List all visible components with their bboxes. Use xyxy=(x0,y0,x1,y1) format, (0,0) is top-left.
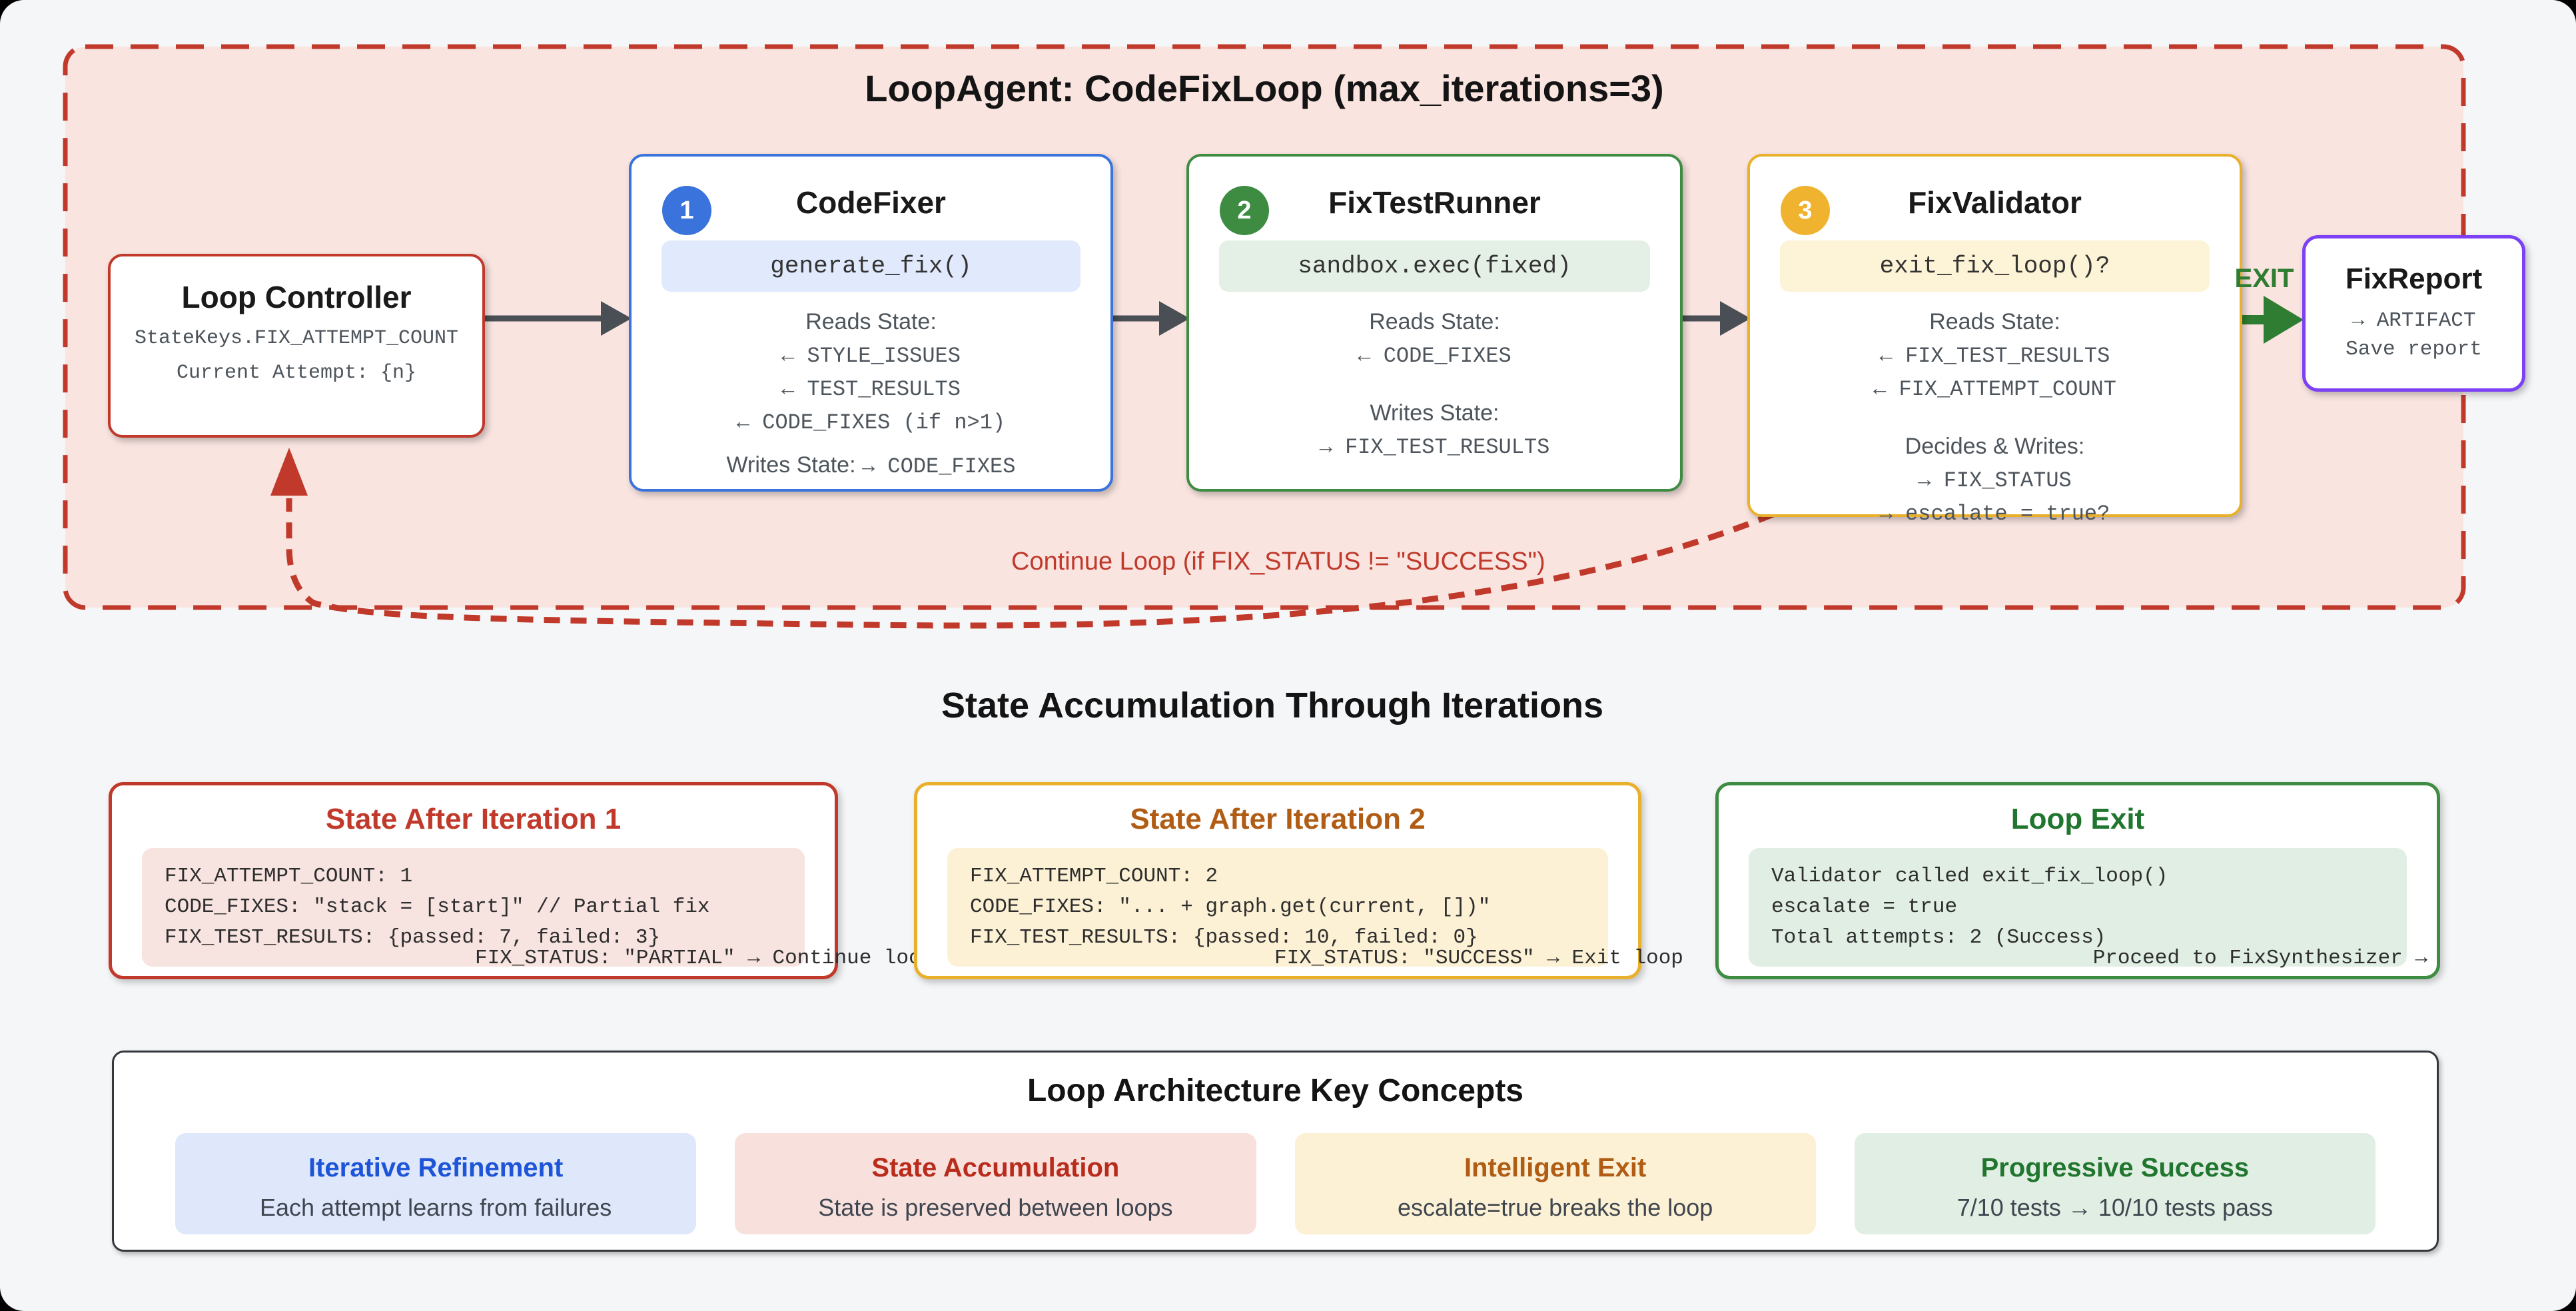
code-fixer-reads-label: Reads State: xyxy=(805,309,937,334)
fix-validator-read-1: ← FIX_TEST_RESULTS xyxy=(1879,344,2110,368)
concept-card-4-title: Progressive Success xyxy=(1980,1153,2250,1182)
key-concepts-panel: Loop Architecture Key Concepts Iterative… xyxy=(112,1051,2439,1252)
node-fix-report: FixReport → ARTIFACT Save report xyxy=(2302,235,2525,392)
node-fix-test-runner: 2 FixTestRunner sandbox.exec(fixed) Read… xyxy=(1186,154,1683,492)
concept-card-2-subtitle: State is preserved between loops xyxy=(818,1194,1173,1221)
concept-card-2-title: State Accumulation xyxy=(871,1153,1120,1182)
node-code-fixer: 1 CodeFixer generate_fix() Reads State: … xyxy=(629,154,1113,492)
node-fix-validator: 3 FixValidator exit_fix_loop()? Reads St… xyxy=(1747,154,2242,526)
concept-card-iterative-refinement: Iterative Refinement Each attempt learns… xyxy=(175,1133,697,1234)
fix-validator-writes-label: Decides & Writes: xyxy=(1905,434,2085,459)
concept-card-intelligent-exit: Intelligent Exit escalate=true breaks th… xyxy=(1294,1133,1816,1234)
state-box-iteration-2: State After Iteration 2 FIX_ATTEMPT_COUN… xyxy=(914,782,1683,979)
fix-report-save: Save report xyxy=(2346,338,2482,361)
fix-validator-read-2: ← FIX_ATTEMPT_COUNT xyxy=(1873,377,2116,402)
key-concepts-heading: Loop Architecture Key Concepts xyxy=(1027,1073,1523,1108)
fix-validator-write-1: → FIX_STATUS xyxy=(1918,468,2072,493)
state-box-iteration-1: State After Iteration 1 FIX_ATTEMPT_COUN… xyxy=(109,782,933,979)
fix-test-runner-read-1: ← CODE_FIXES xyxy=(1358,344,1511,368)
code-fixer-function: generate_fix() xyxy=(661,240,1080,292)
code-fixer-writes-value: → CODE_FIXES xyxy=(862,454,1016,479)
fix-test-runner-function: sandbox.exec(fixed) xyxy=(1219,240,1650,292)
concept-card-4-subtitle: 7/10 tests → 10/10 tests pass xyxy=(1956,1194,2273,1221)
code-fixer-read-2: ← TEST_RESULTS xyxy=(781,377,961,402)
loop-controller-title: Loop Controller xyxy=(181,280,412,314)
fix-report-title: FixReport xyxy=(2345,262,2483,295)
state-box-1-title: State After Iteration 1 xyxy=(325,803,622,835)
step-badge-1: 1 xyxy=(662,186,711,235)
fix-validator-title: FixValidator xyxy=(1908,185,2082,220)
key-concepts-cards: Iterative Refinement Each attempt learns… xyxy=(114,1133,2437,1234)
state-box-2-code: FIX_ATTEMPT_COUNT: 2 CODE_FIXES: "... + … xyxy=(947,848,1608,967)
fix-test-runner-reads-label: Reads State: xyxy=(1369,309,1500,334)
state-box-1-status-line: FIX_STATUS: "PARTIAL" → Continue loop xyxy=(475,947,934,970)
code-fixer-read-3: ← CODE_FIXES (if n>1) xyxy=(736,410,1006,435)
concept-card-3-subtitle: escalate=true breaks the loop xyxy=(1397,1194,1713,1221)
code-fixer-writes-label: Writes State: xyxy=(726,452,856,478)
concept-card-1-title: Iterative Refinement xyxy=(308,1153,564,1182)
loop-agent-title: LoopAgent: CodeFixLoop (max_iterations=3… xyxy=(865,67,1664,109)
step-badge-3: 3 xyxy=(1781,186,1830,235)
exit-label: EXIT xyxy=(2234,264,2294,293)
loop-controller-statekey: StateKeys.FIX_ATTEMPT_COUNT xyxy=(134,327,459,350)
state-box-3-title: Loop Exit xyxy=(2010,803,2145,835)
state-box-2-status-line: FIX_STATUS: "SUCCESS" → Exit loop xyxy=(1274,947,1683,970)
concept-card-1-subtitle: Each attempt learns from failures xyxy=(260,1194,612,1221)
fix-validator-write-2: → escalate = true? xyxy=(1879,502,2110,526)
concept-card-3-title: Intelligent Exit xyxy=(1464,1153,1647,1182)
fix-test-runner-writes-label: Writes State: xyxy=(1370,400,1500,426)
state-box-3-proceed-line: Proceed to FixSynthesizer → xyxy=(2092,947,2427,970)
node-loop-controller: Loop Controller StateKeys.FIX_ATTEMPT_CO… xyxy=(108,254,485,438)
state-box-3-code: Validator called exit_fix_loop() escalat… xyxy=(1749,848,2407,967)
state-section-heading: State Accumulation Through Iterations xyxy=(941,685,1604,725)
step-badge-2: 2 xyxy=(1220,186,1269,235)
fix-validator-reads-label: Reads State: xyxy=(1929,309,2060,334)
code-fixer-read-1: ← STYLE_ISSUES xyxy=(781,344,961,368)
fix-validator-function: exit_fix_loop()? xyxy=(1780,240,2210,292)
code-fixer-writes-line: Writes State: → CODE_FIXES xyxy=(632,452,1110,479)
concept-card-progressive-success: Progressive Success 7/10 tests → 10/10 t… xyxy=(1854,1133,2375,1234)
loop-controller-attempt: Current Attempt: {n} xyxy=(176,362,417,384)
state-box-1-code: FIX_ATTEMPT_COUNT: 1 CODE_FIXES: "stack … xyxy=(142,848,805,967)
fix-test-runner-title: FixTestRunner xyxy=(1328,185,1541,220)
fix-test-runner-write-1: → FIX_TEST_RESULTS xyxy=(1319,435,1550,460)
state-box-loop-exit: Loop Exit Validator called exit_fix_loop… xyxy=(1715,782,2440,979)
concept-card-state-accumulation: State Accumulation State is preserved be… xyxy=(735,1133,1256,1234)
continue-loop-label: Continue Loop (if FIX_STATUS != "SUCCESS… xyxy=(1011,548,1545,576)
fix-report-artifact: → ARTIFACT xyxy=(2352,309,2476,332)
state-box-2-title: State After Iteration 2 xyxy=(1130,803,1426,835)
code-fixer-title: CodeFixer xyxy=(796,185,946,220)
